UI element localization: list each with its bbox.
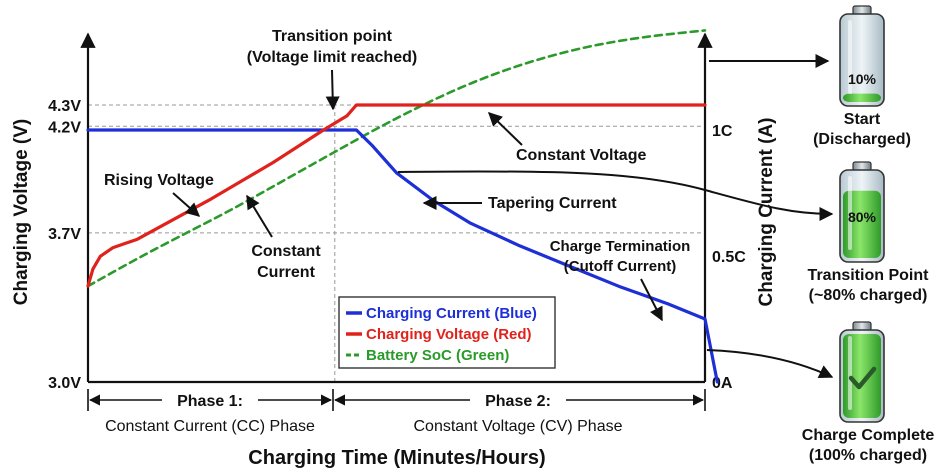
right-axis-label: Charging Current (A) (756, 118, 777, 307)
annotation-charge-termination-line2: (Cutoff Current) (564, 258, 676, 275)
annotation-transition: Transition point (Voltage limit reached) (247, 28, 417, 111)
annotation-constant-voltage: Constant Voltage (487, 112, 646, 164)
legend-box (338, 296, 556, 369)
left-tick-labels: 3.0V 3.7V 4.2V 4.3V (48, 98, 81, 392)
left-tick-0: 3.0V (48, 375, 81, 392)
phase1-title: Phase 1: (177, 393, 243, 410)
battery-0: 10% Start (Discharged) (813, 5, 911, 148)
annotation-rising-voltage-arrow (172, 192, 201, 217)
annotation-constant-voltage-text: Constant Voltage (516, 147, 646, 164)
annotation-tapering-current-text: Tapering Current (488, 195, 617, 212)
annotation-constant-voltage-arrow (487, 112, 523, 146)
annotation-constant-current-arrow (246, 194, 273, 238)
annotation-charge-termination: Charge Termination (Cutoff Current) (550, 238, 691, 322)
right-tick-1: 0.5C (712, 249, 746, 266)
phase-brackets: Phase 1: Constant Current (CC) Phase Pha… (87, 389, 706, 435)
connector-complete-arrow (706, 349, 834, 378)
battery-percent-1: 80% (848, 209, 877, 225)
annotation-charge-termination-arrow (640, 278, 663, 322)
legend: Charging Current (Blue) Charging Voltage… (338, 296, 556, 369)
annotation-tapering-current: Tapering Current (422, 195, 617, 212)
x-axis-label: Charging Time (Minutes/Hours) (248, 447, 545, 469)
annotation-transition-arrow (325, 69, 340, 111)
annotation-constant-current-line2: Current (257, 264, 315, 281)
right-tick-2: 1C (712, 123, 733, 140)
battery-2: Charge Complete (100% charged) (802, 321, 935, 464)
connector-transition-arrow (397, 170, 834, 221)
battery-caption-2-1: (100% charged) (809, 447, 927, 464)
annotation-rising-voltage: Rising Voltage (104, 172, 214, 217)
series-group (86, 29, 719, 384)
battery-fill-1 (843, 190, 881, 258)
battery-fill-0 (843, 93, 881, 102)
checkmark-icon (848, 366, 877, 390)
series-line-current (86, 128, 719, 384)
battery-caption-0-1: (Discharged) (813, 131, 911, 148)
annotation-rising-voltage-text: Rising Voltage (104, 172, 214, 189)
battery-caption-1-1: (~80% charged) (809, 287, 928, 304)
left-axis-label: Charging Voltage (V) (11, 119, 32, 305)
legend-entry-voltage: Charging Voltage (Red) (366, 326, 532, 343)
battery-shine-0 (848, 20, 852, 94)
battery-caption-0-0: Start (844, 111, 881, 128)
battery-fill-2 (843, 334, 881, 418)
phase2-title: Phase 2: (485, 393, 551, 410)
series-line-soc (86, 29, 707, 288)
annotation-transition-line2: (Voltage limit reached) (247, 49, 417, 66)
legend-entry-soc: Battery SoC (Green) (366, 347, 509, 364)
phase2-subtitle: Constant Voltage (CV) Phase (413, 418, 622, 435)
annotation-constant-current-line1: Constant (251, 243, 321, 260)
battery-panel: 10% Start (Discharged) 80% Transition Point (… (802, 5, 935, 464)
left-tick-1: 3.7V (48, 226, 81, 243)
annotation-transition-line1: Transition point (272, 28, 393, 45)
phase1-subtitle: Constant Current (CC) Phase (105, 418, 315, 435)
battery-1: 80% Transition Point (~80% charged) (808, 161, 930, 304)
battery-caption-2-0: Charge Complete (802, 427, 935, 444)
annotation-constant-current: Constant Current (246, 194, 321, 281)
legend-entry-current: Charging Current (Blue) (366, 305, 537, 322)
battery-connectors (397, 54, 834, 378)
battery-shine-1 (848, 176, 852, 250)
left-tick-3: 4.3V (48, 98, 81, 115)
annotation-charge-termination-line1: Charge Termination (550, 238, 691, 255)
battery-body-0 (839, 13, 885, 107)
series-line-voltage (86, 103, 707, 288)
left-tick-2: 4.2V (48, 119, 81, 136)
battery-percent-0: 10% (848, 71, 877, 87)
battery-caption-1-0: Transition Point (808, 267, 930, 284)
battery-shine-2 (848, 336, 852, 410)
